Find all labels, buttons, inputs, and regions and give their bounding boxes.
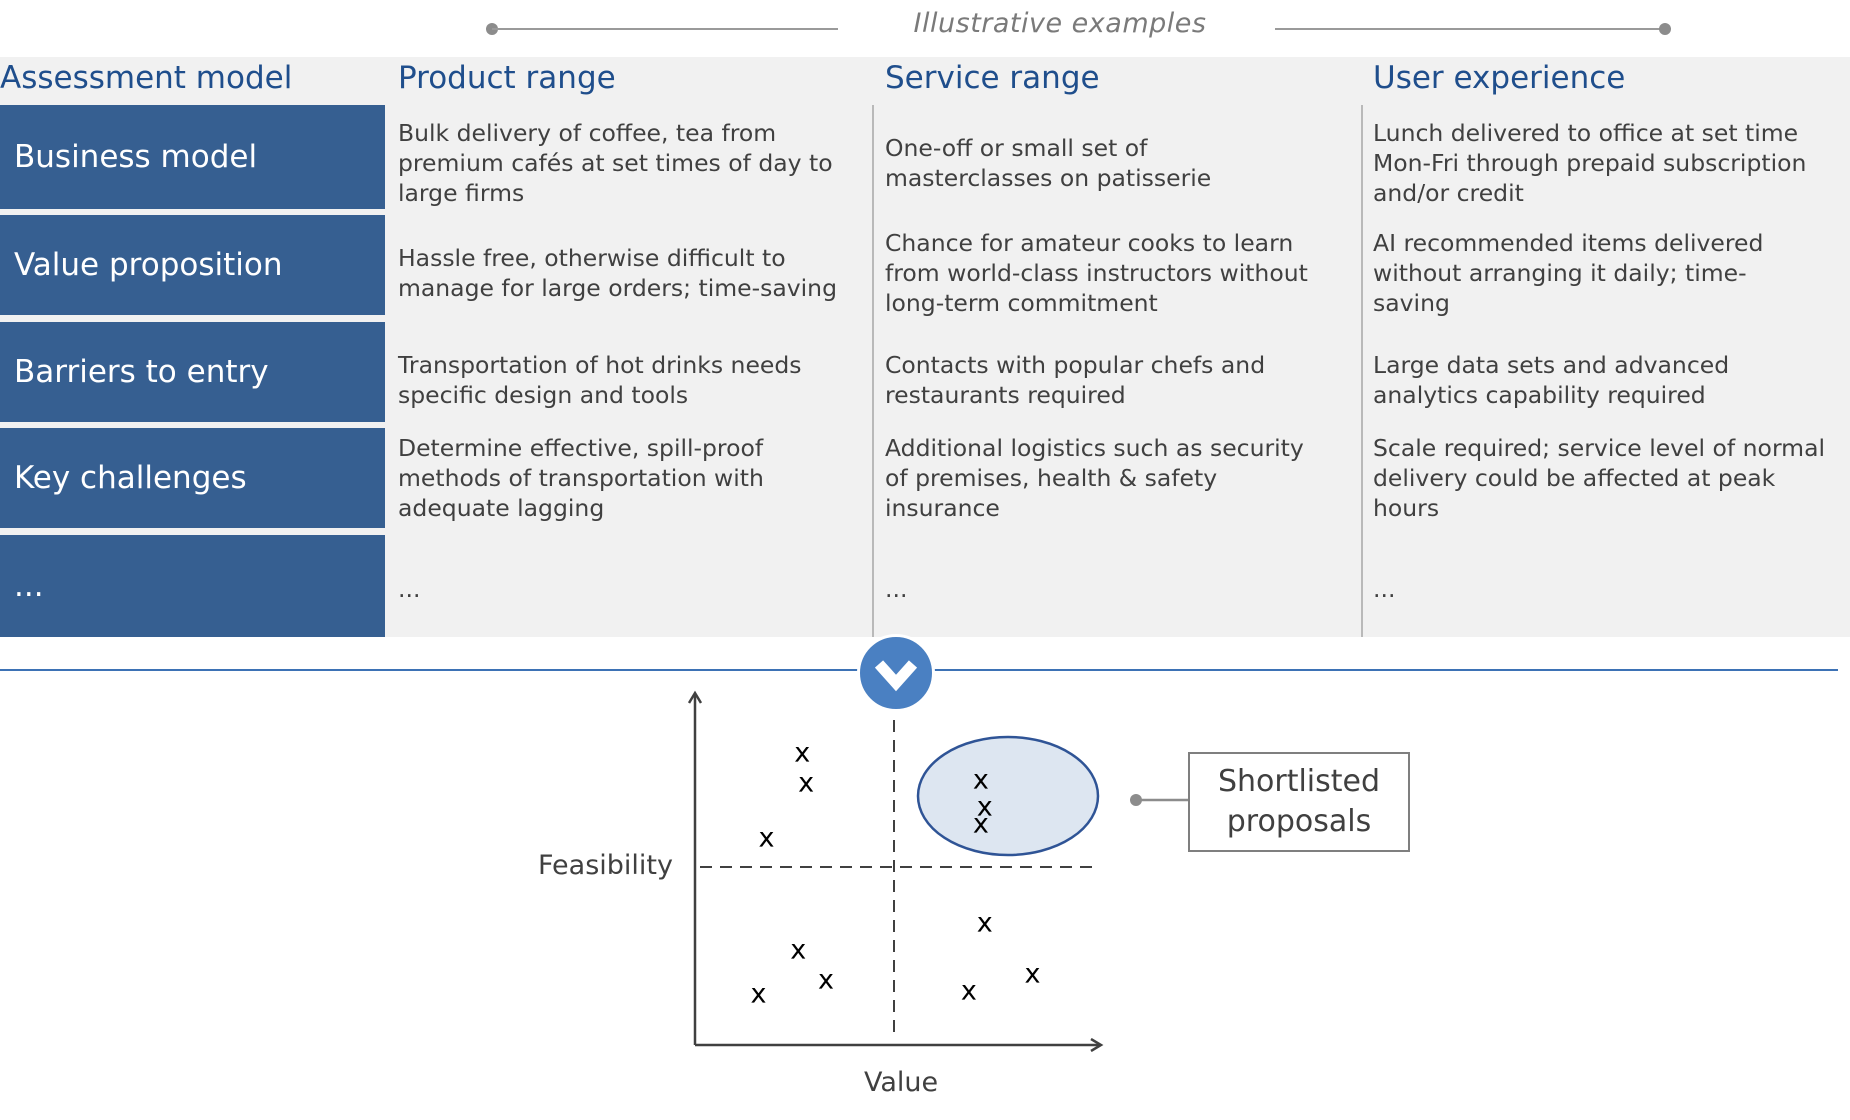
chevron-down-button[interactable] (857, 634, 935, 712)
legend-line-right (1275, 28, 1665, 30)
column-header-user-experience: User experience (1373, 60, 1626, 96)
column-divider-2 (1361, 105, 1363, 637)
cell-key-challenges-product: Determine effective, spill-proof methods… (398, 434, 764, 522)
chevron-down-icon (874, 660, 918, 692)
matrix-point-7: x (976, 907, 993, 939)
row-label-value-proposition: Value proposition (0, 215, 385, 315)
corner-header: Assessment model (0, 60, 293, 96)
column-header-product-range: Product range (398, 60, 616, 96)
matrix-point-8: x (1024, 958, 1041, 990)
matrix-point-1: x (794, 737, 811, 769)
shortlisted-proposals-label: Shortlisted proposals (1217, 764, 1381, 839)
cell-business-model-ux: Lunch delivered to office at set time Mo… (1373, 119, 1807, 207)
matrix-point-10: x (790, 934, 807, 966)
matrix-point-3: x (758, 822, 775, 854)
cell-value-proposition-product: Hassle free, otherwise difficult to mana… (398, 244, 837, 302)
legend-line-left (492, 28, 838, 30)
callout-dot (1130, 794, 1142, 806)
illustrative-examples-label: Illustrative examples (913, 8, 1207, 39)
cell-barriers-ux: Large data sets and advanced analytics c… (1373, 351, 1730, 409)
matrix-point-12: x (750, 978, 767, 1010)
shortlist-highlight-ellipse (916, 735, 1100, 857)
cell-key-challenges-service: Additional logistics such as security of… (885, 434, 1304, 522)
legend-dot-right (1659, 23, 1671, 35)
matrix-point-2: x (798, 767, 815, 799)
cell-value-proposition-ux: AI recommended items delivered without a… (1373, 229, 1764, 317)
matrix-point-11: x (818, 964, 834, 996)
x-axis-label: Value (864, 1067, 939, 1098)
cell-value-proposition-service: Chance for amateur cooks to learn from w… (885, 229, 1308, 317)
cell-key-challenges-ux: Scale required; service level of normal … (1373, 434, 1826, 522)
column-divider-1 (872, 105, 874, 637)
matrix-point-9: x (960, 975, 977, 1007)
row-label-business-model: Business model (0, 105, 385, 209)
y-axis-label: Feasibility (538, 850, 673, 881)
matrix-point-6: x (976, 791, 993, 823)
row-label-barriers-to-entry: Barriers to entry (0, 322, 385, 422)
matrix-point-4: x (972, 764, 989, 796)
row-label-key-challenges: Key challenges (0, 428, 385, 528)
cell-business-model-product: Bulk delivery of coffee, tea from premiu… (398, 119, 833, 207)
shortlisted-proposals-callout: Shortlisted proposals (1188, 752, 1410, 852)
cell-business-model-service: One-off or small set of masterclasses on… (885, 134, 1212, 192)
column-header-service-range: Service range (885, 60, 1100, 96)
cell-more-service: ... (885, 575, 908, 603)
cell-more-product: ... (398, 575, 421, 603)
cell-more-ux: ... (1373, 575, 1396, 603)
cell-barriers-service: Contacts with popular chefs and restaura… (885, 351, 1266, 409)
cell-barriers-product: Transportation of hot drinks needs speci… (398, 351, 802, 409)
matrix-point-5: x (972, 808, 989, 840)
row-label-more: ... (0, 535, 385, 637)
